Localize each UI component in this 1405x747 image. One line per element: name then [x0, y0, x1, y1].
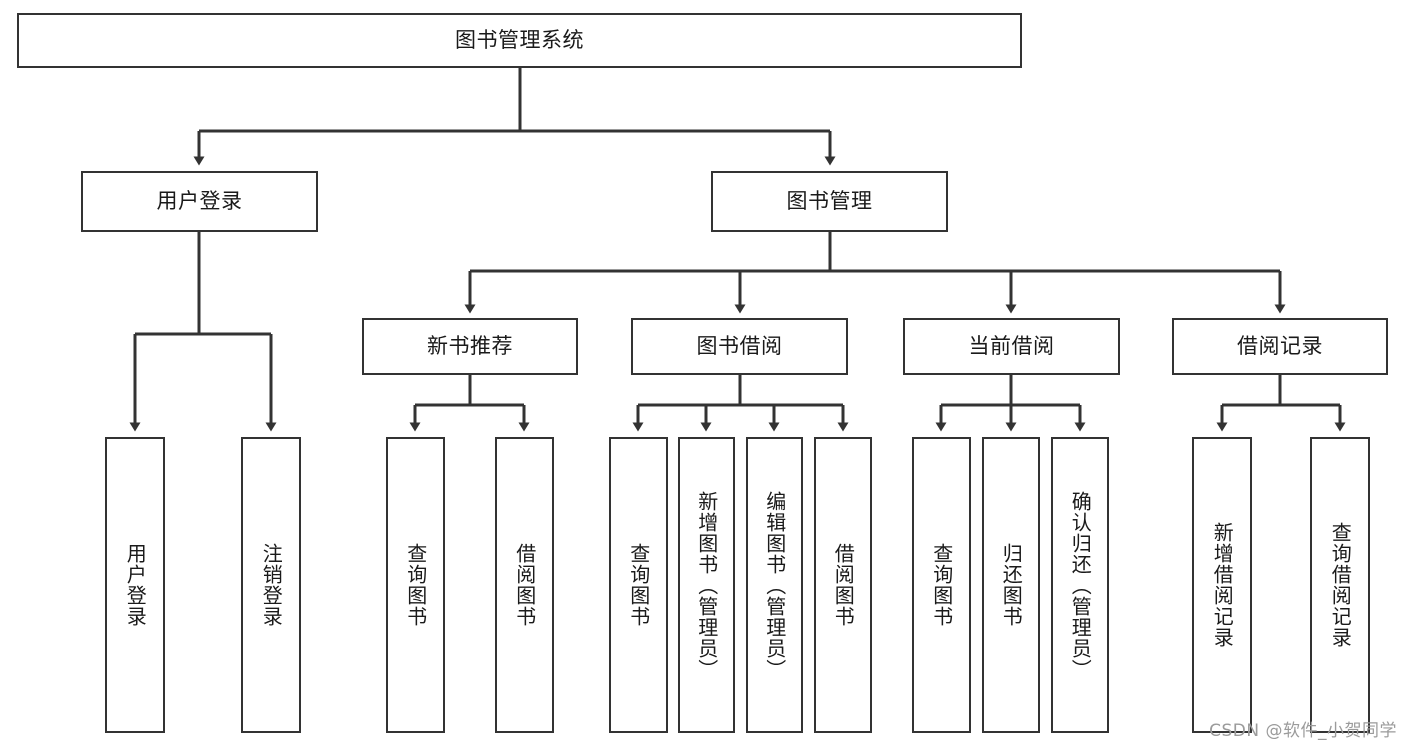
leaf-return-book[interactable]: 归还图书: [982, 437, 1040, 733]
node-label: 图书管理系统: [455, 28, 584, 53]
node-label: 图书管理: [786, 189, 873, 214]
leaf-user-login[interactable]: 用户登录: [105, 437, 165, 733]
leaf-query-book-borrow[interactable]: 查询图书: [609, 437, 668, 733]
node-label: 借阅图书: [512, 543, 537, 627]
leaf-edit-book-admin[interactable]: 编辑图书（管理员）: [746, 437, 803, 733]
leaf-query-book-current[interactable]: 查询图书: [912, 437, 971, 733]
node-label: 确认归还（管理员）: [1068, 490, 1093, 680]
node-label: 查询图书: [626, 543, 651, 627]
node-label: 查询图书: [929, 543, 954, 627]
node-label: 查询借阅记录: [1328, 522, 1353, 648]
leaf-query-book-recommend[interactable]: 查询图书: [386, 437, 445, 733]
node-book-management[interactable]: 图书管理: [711, 171, 948, 232]
node-label: 用户登录: [156, 189, 243, 214]
node-label: 图书借阅: [696, 334, 783, 359]
node-label: 借阅图书: [831, 543, 856, 627]
node-label: 查询图书: [403, 543, 428, 627]
node-label: 归还图书: [999, 543, 1024, 627]
node-root-book-management-system[interactable]: 图书管理系统: [17, 13, 1022, 68]
node-label: 新增借阅记录: [1210, 522, 1235, 648]
node-label: 用户登录: [123, 543, 148, 627]
node-label: 注销登录: [259, 543, 284, 627]
leaf-confirm-return-admin[interactable]: 确认归还（管理员）: [1051, 437, 1109, 733]
leaf-add-book-admin[interactable]: 新增图书（管理员）: [678, 437, 735, 733]
node-new-book-recommend[interactable]: 新书推荐: [362, 318, 578, 375]
node-user-login[interactable]: 用户登录: [81, 171, 318, 232]
node-current-borrow[interactable]: 当前借阅: [903, 318, 1120, 375]
node-label: 编辑图书（管理员）: [762, 490, 787, 680]
node-borrow-record[interactable]: 借阅记录: [1172, 318, 1388, 375]
leaf-borrow-book-recommend[interactable]: 借阅图书: [495, 437, 554, 733]
leaf-logout-login[interactable]: 注销登录: [241, 437, 301, 733]
leaf-add-borrow-record[interactable]: 新增借阅记录: [1192, 437, 1252, 733]
node-label: 借阅记录: [1237, 334, 1323, 359]
node-label: 新增图书（管理员）: [694, 490, 719, 680]
csdn-watermark: CSDN @软件_小贺同学: [1209, 721, 1397, 741]
leaf-query-borrow-record[interactable]: 查询借阅记录: [1310, 437, 1370, 733]
node-book-borrow[interactable]: 图书借阅: [631, 318, 848, 375]
node-label: 当前借阅: [968, 334, 1055, 359]
leaf-borrow-book-borrow[interactable]: 借阅图书: [814, 437, 872, 733]
node-label: 新书推荐: [427, 334, 513, 359]
